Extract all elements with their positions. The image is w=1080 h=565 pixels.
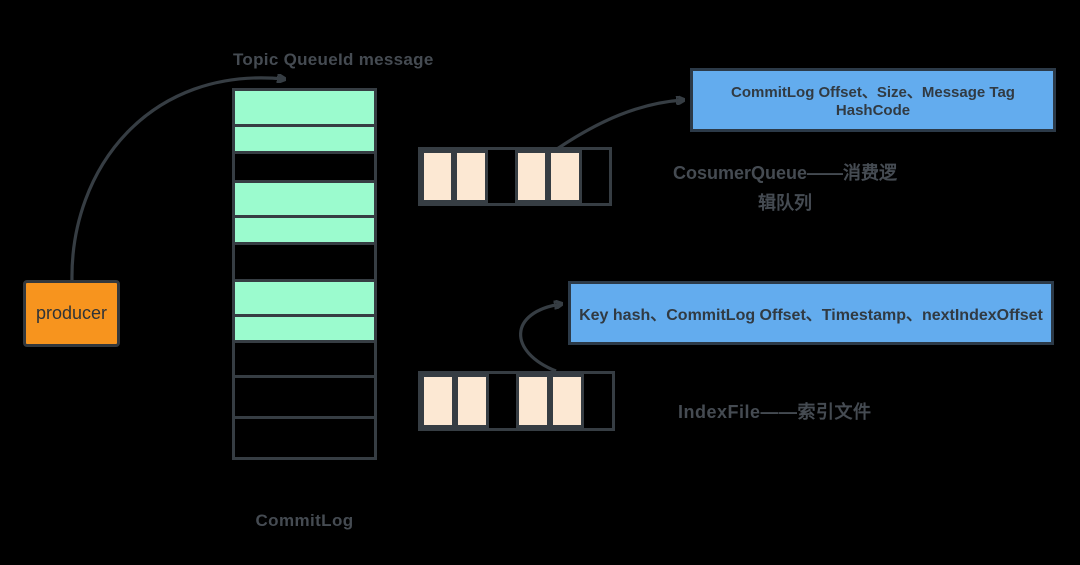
- topic-queueid-message-label: Topic QueueId message: [233, 50, 434, 69]
- commitlog-cell: [232, 180, 377, 218]
- index-file-cell: [584, 374, 612, 428]
- consumer-queue-cell: [514, 150, 549, 203]
- consumer-queue-strip: [418, 147, 612, 206]
- commitlog-cell: [232, 314, 377, 343]
- consumer-queue-cell: [421, 150, 455, 203]
- commitlog-cell: [232, 215, 377, 245]
- index-file-cell: [550, 374, 585, 428]
- index-file-strip: [418, 371, 615, 431]
- commitlog-cell: [232, 416, 377, 460]
- consumerqueue-to-infobox-arrow: [556, 100, 683, 151]
- consumer-queue-cell: [454, 150, 488, 203]
- commitlog-cell: [232, 151, 377, 183]
- commitlog-cell: [232, 242, 377, 282]
- producer-label: producer: [35, 303, 108, 323]
- consumer-queue-info-box: CommitLog Offset、Size、Message Tag HashCo…: [690, 68, 1056, 132]
- commitlog-cell: [232, 124, 377, 154]
- consumer-queue-label: CosumerQueue——消费逻 辑队列: [645, 158, 925, 218]
- producer-box: producer: [23, 280, 120, 347]
- index-file-info-box: Key hash、CommitLog Offset、Timestamp、next…: [568, 281, 1054, 345]
- consumer-queue-cell: [488, 150, 515, 203]
- consumer-queue-cell: [548, 150, 582, 203]
- commitlog-label: CommitLog: [255, 511, 354, 530]
- index-file-cell: [489, 374, 517, 428]
- index-file-cell: [454, 374, 489, 428]
- commitlog-cell: [232, 88, 377, 127]
- index-file-cell: [516, 374, 551, 428]
- consumer-queue-label-line1: CosumerQueue——消费逻: [672, 163, 898, 183]
- consumer-queue-label-line2: 辑队列: [758, 193, 812, 213]
- index-file-label: IndexFile——索引文件: [678, 402, 872, 422]
- commitlog-cell: [232, 375, 377, 419]
- index-file-cell: [421, 374, 455, 428]
- consumer-queue-cell: [582, 150, 609, 203]
- commitlog-cell: [232, 279, 377, 317]
- commitlog-stack: [232, 88, 377, 460]
- commitlog-cell: [232, 340, 377, 378]
- indexfile-to-infobox-arrow: [519, 304, 561, 373]
